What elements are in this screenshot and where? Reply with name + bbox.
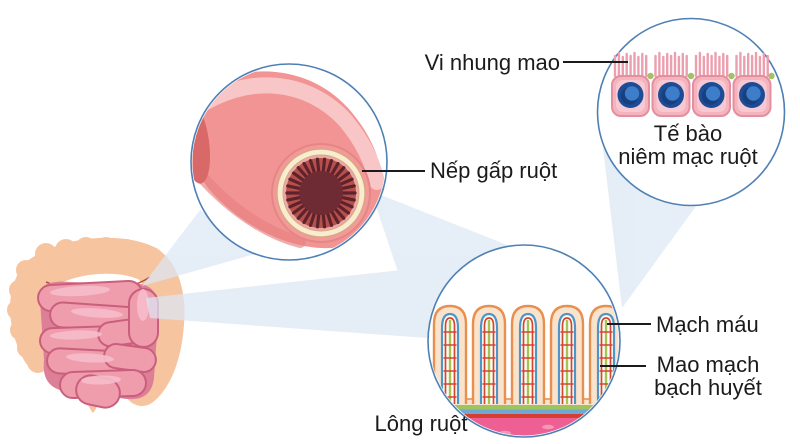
- mucosa-spot: [542, 424, 554, 430]
- label-lymph-capillary-line2: bạch huyết: [654, 375, 762, 400]
- blood-vessel-loop: [561, 317, 573, 404]
- fold-spoke: [315, 213, 321, 229]
- fold-spoke: [341, 184, 356, 190]
- junction-dot: [687, 72, 695, 80]
- stripe-green: [429, 405, 619, 410]
- fold-spoke: [308, 212, 316, 227]
- tube-highlight: [192, 77, 385, 190]
- villi-inset: [427, 244, 621, 438]
- junction-dot: [728, 72, 735, 80]
- coil-highlight: [66, 353, 114, 363]
- cell-junction-dots: [647, 72, 775, 80]
- fold-spoke: [337, 171, 351, 182]
- fold-spoke: [339, 177, 354, 186]
- nucleolus: [665, 86, 680, 101]
- haustra-bump: [7, 300, 27, 320]
- intestine-illustration: [7, 237, 185, 413]
- blood-vessel-loop: [444, 317, 456, 404]
- zoom-beams: [142, 148, 702, 338]
- fold-spoke: [296, 208, 308, 220]
- small-intestine-highlights: [50, 285, 149, 385]
- fold-spoke: [321, 213, 327, 229]
- haustra-bump: [75, 237, 97, 259]
- beam-intestine-to-fold: [142, 210, 262, 286]
- label-mucosa-cells-line2: niêm mạc ruột: [618, 144, 758, 169]
- label-mucosa-cells-line1: Tế bào: [653, 121, 723, 146]
- blood-vessel-loop: [522, 317, 534, 404]
- haustra-bump: [10, 320, 30, 340]
- nucleolus: [624, 86, 640, 101]
- label-lymph-capillary-line1: Mao mạch: [656, 352, 760, 377]
- mucosa-spot: [579, 429, 591, 435]
- villus-outline: [432, 304, 468, 404]
- label-mucosa-cells: Tế bào niêm mạc ruột: [598, 122, 778, 168]
- stripe-red: [429, 414, 619, 418]
- fold-spokes: [285, 157, 357, 229]
- fold-spoke: [291, 204, 305, 215]
- haustra-bump: [35, 243, 57, 265]
- coil-highlight: [50, 285, 110, 297]
- nucleolus: [705, 86, 721, 101]
- section-lumen: [299, 171, 343, 215]
- fold-spoke: [286, 184, 301, 190]
- fold-spoke: [288, 200, 303, 209]
- fold-spoke: [288, 177, 303, 186]
- junction-dot: [647, 72, 654, 80]
- haustra-bump: [27, 351, 49, 373]
- haustra-bump: [133, 245, 155, 267]
- tube-cut-end: [192, 100, 211, 184]
- fold-inset-art: [192, 71, 385, 249]
- villus-outline: [588, 304, 619, 404]
- fold-spoke: [334, 208, 346, 220]
- fold-spoke: [330, 161, 340, 176]
- fold-spoke: [286, 196, 301, 202]
- fold-spoke: [341, 196, 356, 202]
- haustra-bump: [156, 326, 176, 346]
- label-intestinal-fold: Nếp gấp ruột: [430, 158, 558, 183]
- nucleolus: [746, 86, 761, 101]
- fold-spoke: [321, 157, 327, 173]
- junction-dot: [768, 72, 775, 80]
- label-blood-vessel: Mạch máu: [656, 312, 759, 337]
- haustra-bump: [95, 237, 117, 259]
- villus-outline: [510, 304, 546, 404]
- haustra-bump: [9, 280, 29, 300]
- haustra-bump: [16, 260, 36, 280]
- fold-spoke: [334, 166, 346, 178]
- fold-spoke: [302, 210, 312, 225]
- fold-spoke: [291, 171, 305, 182]
- label-microvilli: Vi nhung mao: [424, 50, 560, 75]
- coil-highlight: [50, 330, 102, 340]
- label-lymph-capillary: Mao mạch bạch huyết: [647, 353, 769, 399]
- villi-group: [432, 304, 619, 404]
- stripe-blue: [429, 409, 619, 414]
- fold-spoke: [330, 210, 340, 225]
- fold-spoke: [296, 166, 308, 178]
- coil-highlight: [81, 375, 121, 385]
- coil-highlight: [137, 289, 149, 321]
- fold-spoke: [337, 204, 351, 215]
- fold-spoke: [339, 200, 354, 209]
- coil-highlight: [71, 308, 123, 318]
- label-villus: Lông ruột: [374, 411, 468, 436]
- villus-outline: [549, 304, 585, 404]
- beam-fold-to-villi: [371, 191, 512, 338]
- beam-intestine-to-villi: [146, 264, 456, 338]
- fold-spoke: [308, 159, 316, 174]
- leader-lines: [362, 61, 651, 367]
- fold-spoke: [326, 159, 334, 174]
- cells-inset-circle: [596, 17, 786, 207]
- mucosa-cells: [611, 51, 772, 117]
- villi-inset-art: [429, 304, 619, 436]
- haustra-bump: [55, 239, 77, 261]
- haustra-bump: [115, 239, 137, 261]
- fold-spoke: [302, 161, 312, 176]
- mucosa-cells-inset: [596, 17, 786, 207]
- intestinal-fold-inset: [190, 63, 388, 261]
- fold-spoke: [326, 212, 334, 227]
- blood-vessel-loop: [483, 317, 495, 404]
- villus-outline: [471, 304, 507, 404]
- fold-spoke: [315, 157, 321, 173]
